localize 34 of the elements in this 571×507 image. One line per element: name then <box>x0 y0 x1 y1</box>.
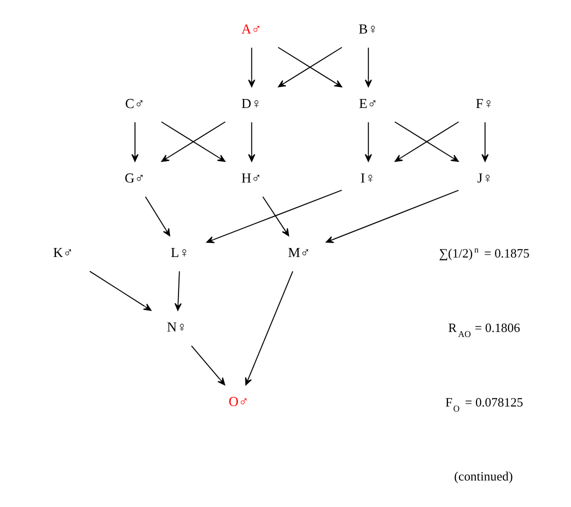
node-text: O♂ <box>228 394 248 410</box>
arrow <box>206 190 342 244</box>
arrow <box>325 190 458 243</box>
arrow <box>364 47 372 88</box>
node-text: C♂ <box>124 96 144 112</box>
arrow <box>277 46 342 88</box>
arrow <box>244 270 293 386</box>
arrow <box>364 122 372 162</box>
node-text: N♀ <box>166 320 187 335</box>
arrow <box>190 345 225 386</box>
node-text: K♂ <box>52 245 73 260</box>
arrow <box>174 270 182 311</box>
label: (continued) <box>454 469 512 484</box>
node-text: M♂ <box>287 245 310 260</box>
arrow <box>480 122 488 162</box>
node-text: G♂ <box>124 170 144 186</box>
label: ∑(1/2)$^{n}$ = 0.1875 <box>438 244 529 260</box>
node-text: D♀ <box>240 96 262 112</box>
arrow <box>130 122 138 162</box>
node-text: J♀ <box>476 170 492 186</box>
node-text: I♀ <box>360 170 375 186</box>
arrow <box>262 196 289 236</box>
arrow <box>144 196 170 236</box>
arrow <box>248 122 255 162</box>
node-text: F♀ <box>475 96 494 112</box>
label: R$_{AO}$ = 0.1806 <box>448 320 520 339</box>
node-text: E♂ <box>358 96 378 112</box>
node-text: A♂ <box>240 22 262 37</box>
arrow <box>248 47 255 88</box>
node-text: L♀ <box>170 245 189 260</box>
node-text: H♂ <box>240 170 262 186</box>
label: F$_{O}$ = 0.078125 <box>444 395 523 414</box>
node-text: B♀ <box>358 22 378 37</box>
arrow <box>88 270 151 311</box>
